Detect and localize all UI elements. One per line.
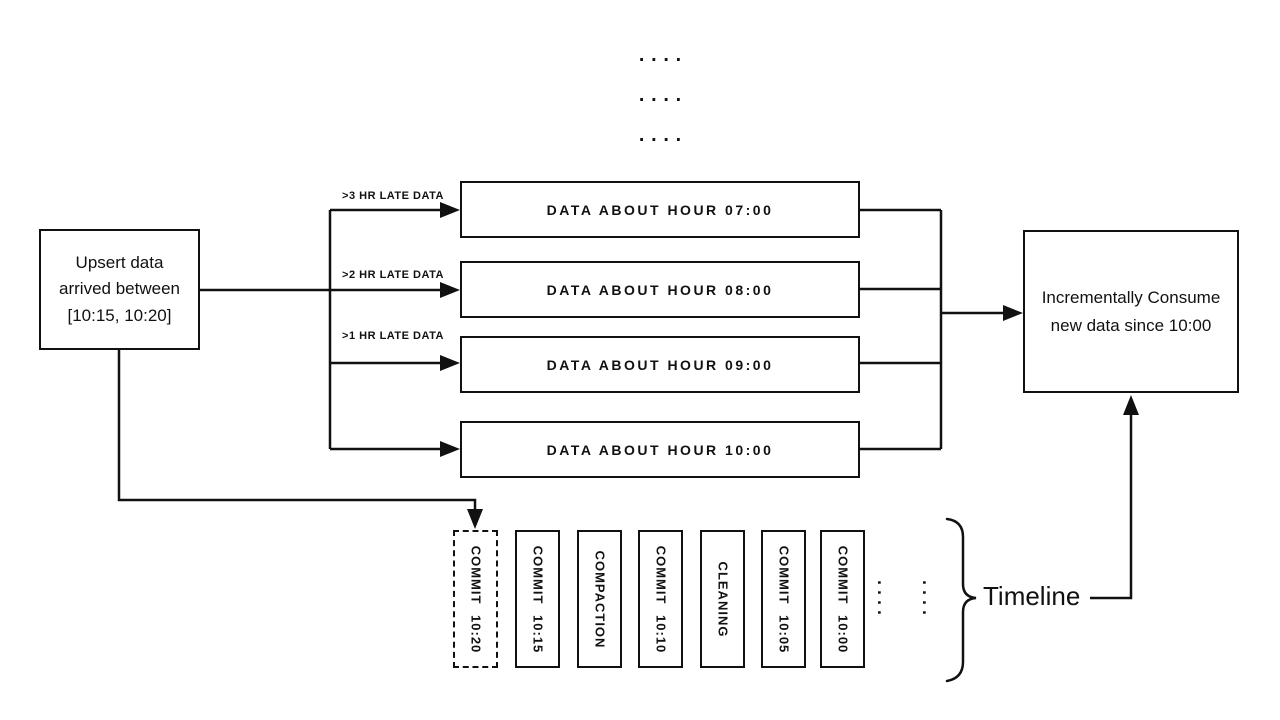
late-data-label-1hr: >1 HR LATE DATA — [342, 330, 444, 342]
timeline-commit-1005: COMMIT 10:05 — [761, 530, 806, 668]
timeline-ellipsis: .... — [919, 577, 937, 619]
timeline-compaction: COMPACTION — [577, 530, 622, 668]
timeline-commit-1020: COMMIT 10:20 — [453, 530, 498, 668]
timeline-commit-label: COMMIT 10:00 — [835, 545, 851, 653]
arrowhead-icon — [440, 441, 460, 457]
timeline-commit-label: COMMIT 10:10 — [653, 545, 669, 653]
data-box-hour-0800: DATA ABOUT HOUR 08:00 — [460, 261, 860, 318]
top-ellipsis-row: .... — [636, 126, 686, 146]
top-ellipsis-row: .... — [636, 46, 686, 66]
timeline-commit-1010: COMMIT 10:10 — [638, 530, 683, 668]
arrowhead-icon — [440, 282, 460, 298]
late-data-label-3hr: >3 HR LATE DATA — [342, 190, 444, 202]
timeline-label: Timeline — [983, 581, 1081, 611]
timeline-ellipsis: .... — [874, 577, 892, 619]
timeline-commit-label: COMMIT 10:05 — [776, 545, 792, 653]
data-box-hour-0700: DATA ABOUT HOUR 07:00 — [460, 181, 860, 238]
timeline-commit-label: COMPACTION — [592, 550, 607, 648]
data-box-hour-1000: DATA ABOUT HOUR 10:00 — [460, 421, 860, 478]
arrowhead-icon — [1003, 305, 1023, 321]
timeline-brace — [945, 517, 977, 683]
arrowhead-icon — [440, 355, 460, 371]
timeline-commit-label: COMMIT 10:15 — [530, 545, 546, 653]
upsert-line1: Upsert data — [75, 252, 164, 272]
consume-line1: Incrementally Consume — [1041, 288, 1221, 308]
timeline-commit-1015: COMMIT 10:15 — [515, 530, 560, 668]
data-box-hour-0900: DATA ABOUT HOUR 09:00 — [460, 336, 860, 393]
top-ellipsis-row: .... — [636, 86, 686, 106]
late-data-label-2hr: >2 HR LATE DATA — [342, 269, 444, 281]
arrowhead-icon — [467, 509, 483, 529]
timeline-commit-1000: COMMIT 10:00 — [820, 530, 865, 668]
upsert-line3: [10:15, 10:20] — [67, 305, 172, 325]
timeline-cleaning: CLEANING — [700, 530, 745, 668]
arrowhead-icon — [1123, 395, 1139, 415]
upsert-line2: arrived between — [59, 279, 180, 299]
timeline-commit-label: COMMIT 10:20 — [468, 545, 484, 653]
connector-upsert-to-commit — [117, 350, 477, 512]
incremental-consume-box: Incrementally Consume new data since 10:… — [1023, 230, 1239, 393]
connector-timeline-to-consume — [1090, 412, 1133, 600]
arrowhead-icon — [440, 202, 460, 218]
consume-line2: new data since 10:00 — [1050, 315, 1212, 335]
timeline-commit-label: CLEANING — [715, 561, 731, 637]
upsert-data-box: Upsert data arrived between [10:15, 10:2… — [39, 229, 200, 350]
